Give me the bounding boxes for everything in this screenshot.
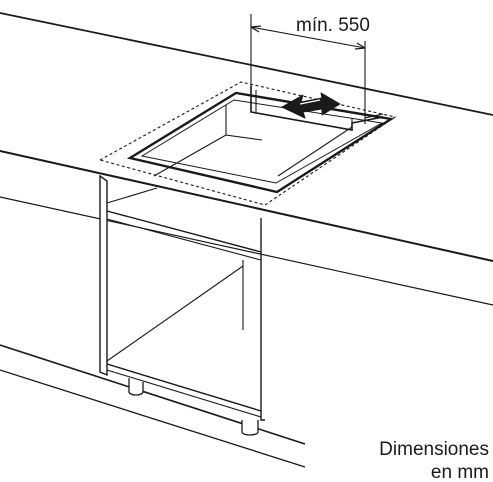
back-strip-outline	[250, 86, 384, 131]
dimension-line	[250, 26, 366, 49]
plinth-bottom-line	[0, 369, 306, 468]
countertop	[0, 12, 493, 306]
double-arrow-icon	[281, 92, 341, 119]
cabinet	[99, 174, 265, 421]
cabinet-bottom-front	[106, 363, 262, 412]
countertop-back-edge	[0, 12, 493, 116]
foot-left	[128, 378, 144, 396]
dimension-label: mín. 550	[296, 15, 370, 36]
cutout-dashed-outline	[98, 81, 397, 206]
plinth-top-line	[0, 344, 306, 445]
cutout-floor-edge	[153, 134, 227, 177]
cabinet-top-shelf-back	[106, 187, 158, 204]
cabinet-feet	[128, 378, 259, 436]
cutout	[98, 81, 397, 206]
units-note: Dimensiones en mm	[379, 439, 489, 482]
plinth	[0, 344, 306, 468]
dimension-arrow-left	[250, 25, 262, 33]
cabinet-bottom-back	[106, 369, 262, 418]
cabinet-inner-diagonal	[106, 265, 244, 362]
units-note-line2: en mm	[431, 462, 489, 482]
cabinet-left-side	[99, 174, 108, 377]
cabinet-right-side	[260, 218, 265, 421]
dimension-arrow-right	[354, 42, 366, 50]
cabinet-top-shelf-lower	[106, 218, 262, 261]
countertop-bottom-front-edge	[0, 196, 493, 306]
cabinet-top-shelf-front	[106, 210, 262, 253]
units-note-line1: Dimensiones	[379, 439, 489, 460]
cutout-inner-edge	[140, 99, 384, 184]
cutout-back-wall	[225, 105, 263, 141]
foot-right	[241, 420, 259, 436]
cutout-outer-edge	[126, 91, 395, 194]
countertop-top-front-edge	[0, 150, 493, 262]
dimension-lines	[250, 14, 366, 124]
